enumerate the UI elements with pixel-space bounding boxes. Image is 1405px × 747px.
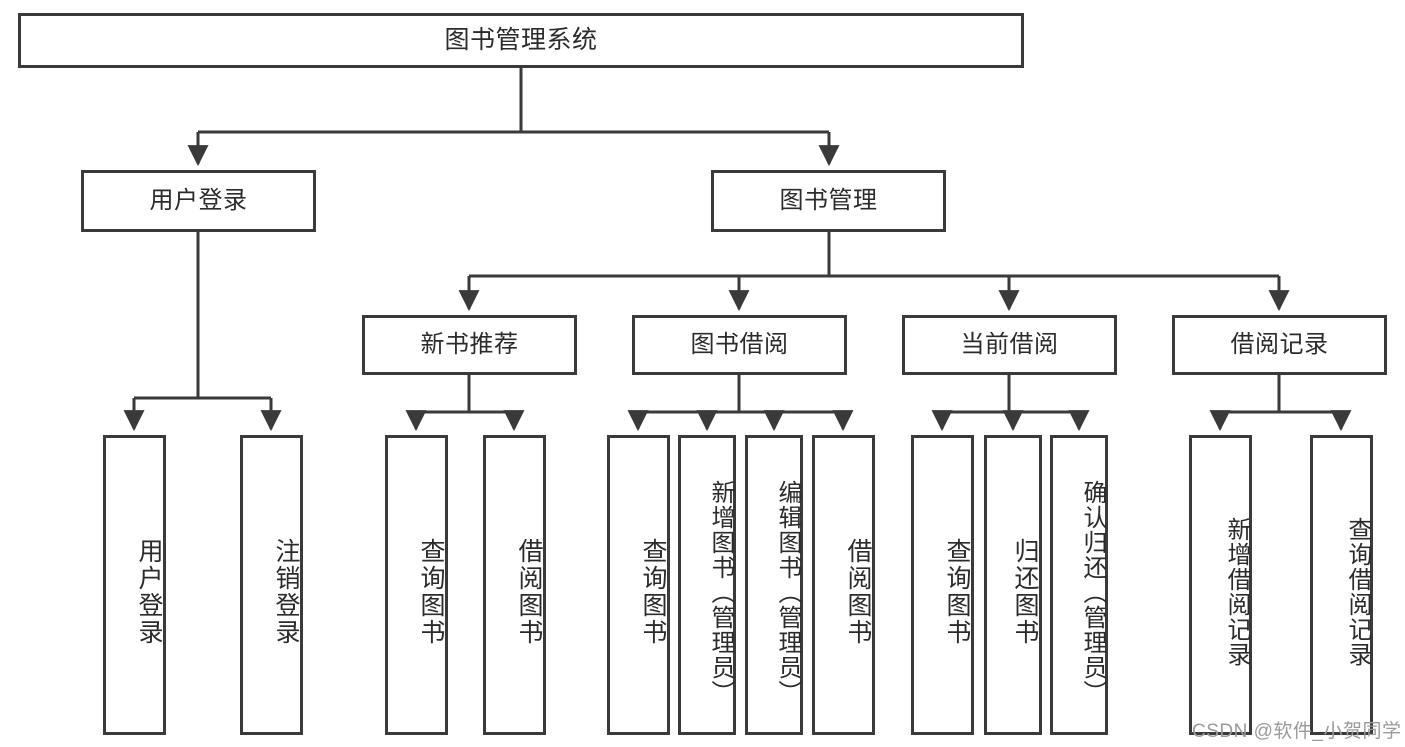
leaf-confirm-return-admin[interactable]: 确认归还（管理员） <box>1050 435 1108 735</box>
node-book-borrow[interactable]: 图书借阅 <box>632 315 847 375</box>
leaf-return-books[interactable]: 归还图书 <box>984 435 1042 735</box>
watermark-text: CSDN @软件_小贺同学 <box>1192 721 1402 742</box>
node-root-system[interactable]: 图书管理系统 <box>18 13 1024 68</box>
node-current-borrow[interactable]: 当前借阅 <box>902 315 1117 375</box>
leaf-borrow-books[interactable]: 借阅图书 <box>812 435 875 735</box>
leaf-user-login[interactable]: 用户登录 <box>103 435 166 735</box>
leaf-query-books-borrow[interactable]: 查询图书 <box>607 435 670 735</box>
leaf-query-books-current[interactable]: 查询图书 <box>911 435 974 735</box>
node-user-login[interactable]: 用户登录 <box>81 170 316 232</box>
leaf-logout-login[interactable]: 注销登录 <box>240 435 303 735</box>
leaf-query-books-recommend[interactable]: 查询图书 <box>385 435 448 735</box>
node-new-book-recommend[interactable]: 新书推荐 <box>362 315 577 375</box>
leaf-add-borrow-record[interactable]: 新增借阅记录 <box>1189 435 1252 735</box>
node-book-management[interactable]: 图书管理 <box>711 170 946 232</box>
leaf-query-borrow-record[interactable]: 查询借阅记录 <box>1310 435 1373 735</box>
leaf-edit-book-admin[interactable]: 编辑图书（管理员） <box>745 435 803 735</box>
node-borrow-records[interactable]: 借阅记录 <box>1172 315 1387 375</box>
leaf-add-book-admin[interactable]: 新增图书（管理员） <box>678 435 736 735</box>
leaf-borrow-books-recommend[interactable]: 借阅图书 <box>483 435 546 735</box>
